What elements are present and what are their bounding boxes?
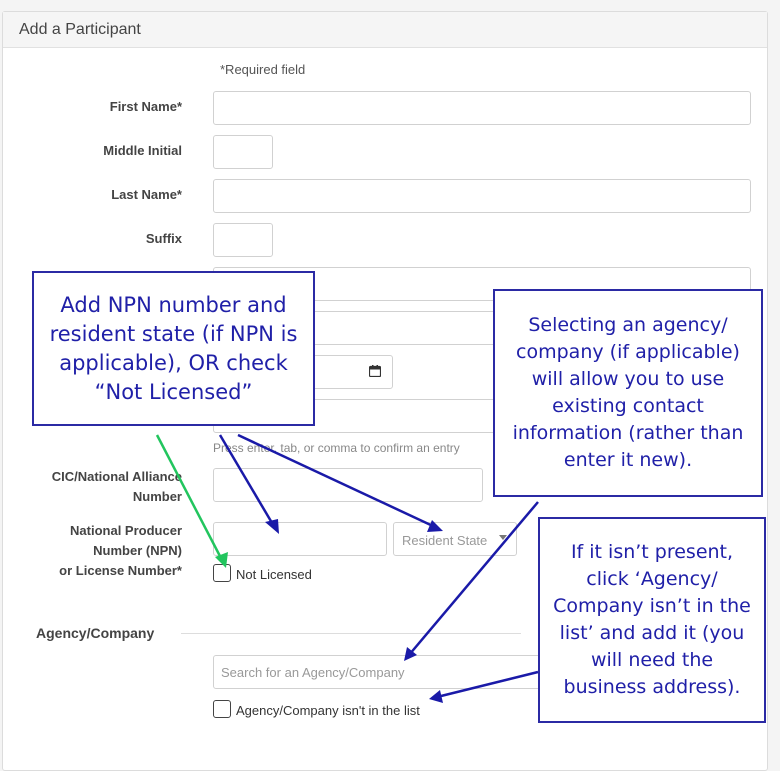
arrow-green-to-checkbox <box>155 434 224 561</box>
agency-section-title: Agency/Company <box>36 625 155 641</box>
arrow-to-not-in-list <box>436 670 539 699</box>
npn-label-line2: Number (NPN) <box>93 543 182 558</box>
cic-label-line1: CIC/National Alliance <box>51 469 182 484</box>
panel-title: Add a Participant <box>19 21 141 38</box>
last-name-label: Last Name* <box>111 187 182 202</box>
arrow-to-agency-search <box>408 501 539 656</box>
agency-callout-line: information (rather than <box>512 422 744 444</box>
calendar-icon <box>369 365 381 377</box>
cic-label-line2: Number <box>132 489 182 504</box>
missing-callout-line: business address). <box>563 676 741 698</box>
npn-callout-line: applicable), OR check <box>59 350 288 375</box>
agency-callout-line: existing contact <box>552 395 704 417</box>
cic-number-label: CIC/National Alliance Number <box>0 467 182 507</box>
npn-label: National Producer Number (NPN) or Licens… <box>0 521 182 581</box>
resident-state-placeholder: Resident State <box>402 533 488 548</box>
agency-not-in-list-checkbox[interactable] <box>213 700 231 718</box>
agency-callout-text: Selecting an agency/ company (if applica… <box>513 312 744 474</box>
not-licensed-checkbox[interactable] <box>213 564 231 582</box>
arrow-to-agency-search-head <box>404 647 417 661</box>
npn-callout-line: resident state (if NPN is <box>49 321 298 346</box>
missing-agency-callout-text: If it isn’t present, click ‘Agency/ Comp… <box>553 539 751 701</box>
missing-callout-line: click ‘Agency/ <box>586 568 718 590</box>
arrow-to-resident-state <box>237 433 436 529</box>
agency-callout-line: will allow you to use <box>531 368 725 390</box>
suffix-input[interactable] <box>213 223 273 257</box>
middle-initial-label: Middle Initial <box>103 143 182 158</box>
agency-callout: Selecting an agency/ company (if applica… <box>493 289 763 497</box>
middle-initial-input[interactable] <box>213 135 273 169</box>
npn-callout-line: Add NPN number and <box>60 292 287 317</box>
first-name-label: First Name* <box>109 99 182 114</box>
arrow-to-resident-state-head <box>427 520 443 532</box>
arrow-to-npn-head <box>265 519 279 534</box>
arrow-green-to-checkbox-head <box>215 552 228 568</box>
agency-callout-line: enter it new). <box>563 449 693 471</box>
required-field-note: *Required field <box>220 62 306 77</box>
suffix-label: Suffix <box>145 231 182 246</box>
first-name-input[interactable] <box>213 91 751 125</box>
npn-label-line3: or License Number* <box>59 563 182 578</box>
missing-callout-line: list’ and add it (you <box>559 622 745 644</box>
agency-search-placeholder: Search for an Agency/Company <box>221 665 405 680</box>
missing-callout-line: Company isn’t in the <box>553 595 751 617</box>
chevron-down-icon <box>499 535 507 540</box>
npn-callout-line: “Not Licensed” <box>94 379 253 404</box>
last-name-input[interactable] <box>213 179 751 213</box>
agency-callout-line: company (if applicable) <box>516 341 740 363</box>
arrow-to-not-in-list-head <box>429 690 443 703</box>
npn-label-line1: National Producer <box>70 523 182 538</box>
not-licensed-label: Not Licensed <box>236 567 312 582</box>
agency-callout-line: Selecting an agency/ <box>528 314 728 336</box>
panel-header: Add a Participant <box>3 12 767 48</box>
agency-not-in-list-label: Agency/Company isn't in the list <box>236 703 420 718</box>
npn-callout-text: Add NPN number and resident state (if NP… <box>50 291 298 407</box>
section-divider <box>181 633 521 634</box>
missing-agency-callout: If it isn’t present, click ‘Agency/ Comp… <box>538 517 766 723</box>
arrow-to-npn <box>218 434 277 529</box>
missing-callout-line: will need the <box>590 649 714 671</box>
npn-input[interactable] <box>213 522 387 556</box>
missing-callout-line: If it isn’t present, <box>570 541 734 563</box>
npn-callout: Add NPN number and resident state (if NP… <box>32 271 315 426</box>
